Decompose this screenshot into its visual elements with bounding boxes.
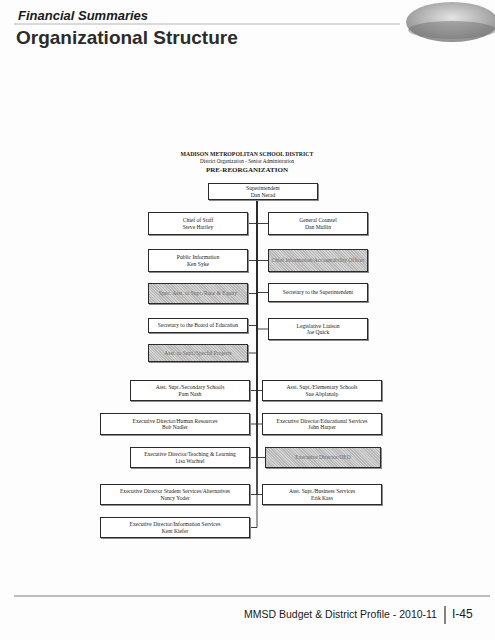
header-ornament [406,2,495,42]
footer-divider [444,606,445,624]
person-name: Kent Kiefer [162,528,189,534]
position-title: Executive Director/Educational Services [276,418,367,424]
reporting-line-path [250,200,257,424]
reporting-line [248,200,257,353]
reporting-line-path [248,200,257,261]
reporting-line [257,200,262,391]
position-title: Executive Director/Teaching & Learning [144,451,236,457]
reporting-line [257,200,268,261]
position-box: SuperintendentDan Nerad [208,183,318,200]
reporting-line-path [257,200,268,261]
reporting-line-path [248,200,257,294]
position-title: Executive Director Student Services/Alte… [120,488,230,494]
person-name: Dan Mullin [305,224,331,230]
page-number: I-45 [452,607,473,621]
person-name: John Harper [308,424,336,430]
person-name: Ken Syke [187,261,209,267]
reporting-line [250,200,257,495]
reporting-line-path [257,200,262,495]
position-box: Secretary to the Board of Education [148,318,248,333]
reporting-line [248,200,257,326]
person-name: Lisa Wachtel [175,458,204,464]
position-box: Secretary to the Superintendent [268,283,368,302]
position-title: Asst. to Supt./Special Projects [164,350,232,356]
reporting-line [250,200,257,424]
reporting-line-path [250,200,257,391]
header-rule [14,24,400,25]
removed-position-box: Asst. to Supt./Special Projects [148,344,248,362]
position-box: Public InformationKen Syke [148,249,248,272]
position-box: Executive Director/Information ServicesK… [100,517,250,538]
footer-rule [14,595,490,597]
position-title: Asst. Supt./Secondary Schools [156,384,225,390]
position-box: Legislative LiaisonJoe Quick [268,318,368,340]
position-box: Chief of StaffSteve Hartley [148,212,248,235]
position-box: Asst. Supt./Business ServicesErik Kass [262,484,382,505]
person-name: Sue Abplanalp [306,391,339,397]
position-box: Executive Director Student Services/Alte… [100,484,250,505]
person-name: Joe Quick [307,329,330,335]
position-title: Asst. Supt./Business Services [289,488,355,494]
reporting-line-path [250,200,257,495]
position-box: Asst. Supt./Secondary SchoolsPam Nash [130,380,250,401]
position-box: Executive Director/Teaching & LearningLi… [130,447,250,468]
removed-position-box: Chief Information/Accountability Officer [268,249,368,272]
position-title: Asst. Supt./Elementary Schools [287,384,358,390]
reporting-line-path [257,200,268,329]
position-title: Public Information [177,254,219,260]
position-title: Legislative Liaison [296,323,339,329]
reporting-line-path [257,200,268,224]
org-name: MADISON METROPOLITAN SCHOOL DISTRICT [181,151,314,157]
footer-text: MMSD Budget & District Profile - 2010-11 [244,608,437,620]
reporting-line [248,200,257,294]
org-subtitle: District Organization - Senior Administr… [200,158,294,164]
reporting-line [257,200,262,495]
reporting-line [250,200,257,458]
position-title: Secretary to the Superintendent [283,289,353,295]
person-name: Pam Nash [179,391,202,397]
header-ornament-shadow [408,21,495,39]
position-title: General Counsel [299,217,336,223]
position-title: Spec. Asst. to Supt./Race & Equity [159,290,237,296]
position-title: Superintendent [246,185,280,191]
reporting-line-path [250,200,257,458]
reporting-line [248,200,257,224]
person-name: Erik Kass [311,495,333,501]
removed-position-box: Spec. Asst. to Supt./Race & Equity [148,283,248,304]
chart-state: PRE-REORGANIZATION [206,166,288,174]
person-name: Bob Nadler [162,424,188,430]
position-box: Executive Director/Human ResourcesBob Na… [100,413,250,435]
position-title: Executive Director/Information Services [129,521,220,527]
reporting-line [248,200,257,261]
reporting-line [257,200,268,293]
reporting-line-path [250,200,257,528]
position-title: Executive Director/OEO [295,454,350,460]
reporting-line-path [248,200,257,353]
reporting-line [257,200,268,329]
position-title: Chief Information/Accountability Officer [272,257,365,263]
person-name: Dan Nerad [251,192,275,198]
reporting-line-path [257,200,268,293]
section-header: Financial Summaries [18,8,148,23]
removed-position-box: Executive Director/OEO [265,447,381,468]
position-box: General CounselDan Mullin [268,212,368,235]
page-title: Organizational Structure [16,27,238,49]
person-name: Nancy Yoder [160,495,189,501]
reporting-line [257,200,268,224]
reporting-line-path [248,200,257,326]
reporting-line [250,200,257,391]
reporting-line [250,200,257,528]
person-name: Steve Hartley [183,224,214,230]
position-title: Secretary to the Board of Education [158,322,238,328]
position-title: Chief of Staff [183,217,214,223]
position-box: Asst. Supt./Elementary SchoolsSue Abplan… [262,380,382,401]
position-box: Executive Director/Educational ServicesJ… [262,413,382,435]
reporting-line-path [248,200,257,224]
position-title: Executive Director/Human Resources [133,418,218,424]
reporting-line-path [257,200,262,391]
